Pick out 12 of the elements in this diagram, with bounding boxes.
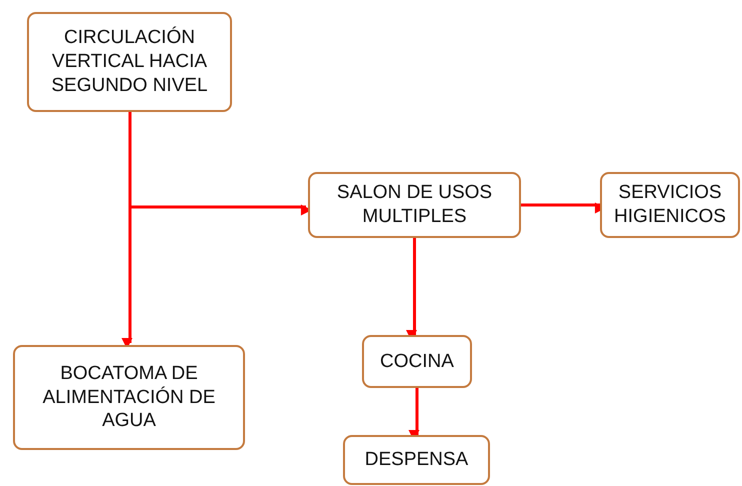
box-label: BOCATOMA DE ALIMENTACIÓN DE AGUA	[42, 362, 216, 434]
process-box	[13, 345, 245, 450]
box-label: SALON DE USOS MULTIPLES	[336, 181, 494, 229]
box-label: COCINA	[380, 350, 454, 374]
box-label: CIRCULACIÓN VERTICAL HACIA SEGUNDO NIVEL	[50, 26, 209, 98]
process-box	[27, 12, 232, 112]
process-box	[343, 435, 490, 485]
process-box	[308, 172, 521, 238]
process-box	[362, 335, 472, 388]
process-box	[600, 172, 740, 238]
box-label: SERVICIOS HIGIENICOS	[613, 181, 727, 229]
box-label: DESPENSA	[364, 448, 468, 472]
